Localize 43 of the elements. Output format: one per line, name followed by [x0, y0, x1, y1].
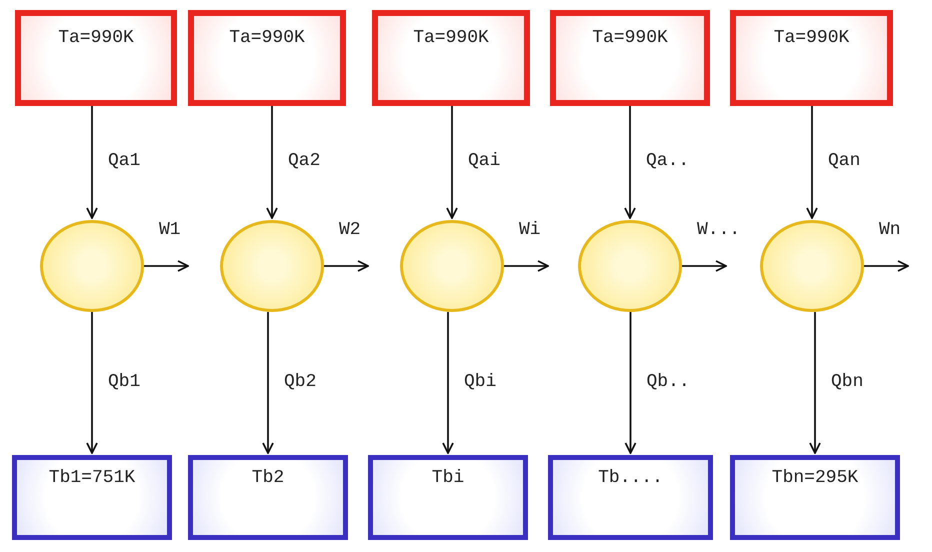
temperature-label: Ta=990K [413, 28, 489, 48]
arrow [324, 260, 369, 272]
arrow [144, 260, 189, 272]
arrow [809, 312, 821, 454]
arrow [624, 106, 636, 219]
arrow [864, 260, 909, 272]
arrow [504, 260, 549, 272]
temperature-label: Ta=990K [774, 28, 850, 48]
arrow [86, 312, 98, 454]
cold-reservoir-box [368, 455, 528, 540]
edge-label: Qb2 [284, 372, 316, 392]
cold-reservoir-box [730, 455, 900, 540]
edge-label: Qan [828, 151, 860, 171]
temperature-label: Tbi [432, 468, 464, 488]
edge-label: Qbi [464, 372, 496, 392]
edge-label: Qai [468, 151, 500, 171]
temperature-label: Ta=990K [592, 28, 668, 48]
temperature-label: Tb2 [252, 468, 284, 488]
cold-reservoir-box [548, 455, 713, 540]
hot-reservoir-box [15, 10, 177, 106]
temperature-label: Ta=990K [58, 28, 134, 48]
arrow [266, 106, 278, 219]
arrow [442, 312, 454, 454]
temperature-label: Tbn=295K [772, 468, 858, 488]
hot-reservoir-box [550, 10, 710, 106]
arrow [86, 106, 98, 219]
arrow [446, 106, 458, 219]
temperature-label: Tb.... [598, 468, 663, 488]
edge-label: Qa2 [288, 151, 320, 171]
arrow [624, 312, 636, 454]
arrow [806, 106, 818, 219]
arrow [262, 312, 274, 454]
temperature-label: Ta=990K [229, 28, 305, 48]
cold-reservoir-box [188, 455, 348, 540]
edge-label: Qbn [831, 372, 864, 392]
edge-label: Qb1 [108, 372, 140, 392]
temperature-label: Tb1=751K [48, 468, 136, 488]
hot-reservoir-box [372, 10, 530, 106]
hot-reservoir-box [730, 10, 893, 106]
arrow [682, 260, 727, 272]
cold-reservoir-box [12, 455, 172, 540]
hot-reservoir-box [188, 10, 346, 106]
edge-label: Qa1 [108, 151, 140, 171]
